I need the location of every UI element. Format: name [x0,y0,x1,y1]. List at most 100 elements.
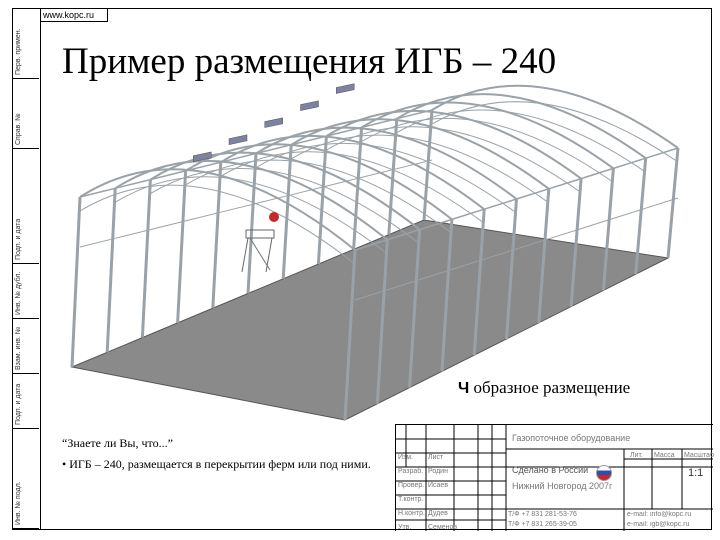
col-lit: Лит. [630,452,643,459]
strip-label: Инв. № дубл. [15,271,22,315]
strip-label: Подп. и дата [15,383,22,425]
city-year: Нижний Новгород 2007г [512,481,613,491]
title-block: Газопоточное оборудование Сделано в Росс… [395,424,714,531]
frame-member [634,158,648,275]
frame-member [483,198,517,210]
frame-member [291,185,327,196]
stamp-row-label: Изм. [398,454,413,461]
frame-member [569,178,583,307]
frame-member [150,170,186,181]
frame-member [115,229,151,239]
stamp-row-label: Н.контр. [398,510,425,517]
frame-member [396,159,433,170]
strip-cell: Подп. и дата [13,149,39,264]
gas-heater-unit [300,100,319,111]
frame-member [613,157,646,170]
strip-label: Взам. инв. № [15,326,22,370]
frame-member [396,109,433,120]
frame-member [451,208,485,221]
stamp-row-name: Исаев [428,482,449,489]
drawing-frame [40,8,712,530]
roof-truss-chord [185,159,453,234]
frame-member [419,268,453,281]
stamp-row-name: Дудев [428,510,448,517]
roof-truss-chord [431,101,679,163]
roof-truss-chord [220,151,485,224]
slide-title: Пример размещения ИГБ – 240 [62,41,557,82]
doc-title: Газопоточное оборудование [512,433,631,443]
frame-member [354,239,388,251]
company-name: Сделано в России [512,465,589,475]
strip-label: Инв. № подл. [15,481,22,525]
strip-label: Перв. примен. [15,28,22,75]
frame-member [255,144,292,155]
strip-cell: Справ. № [13,79,39,149]
strip-cell: Инв. № дубл. [13,264,39,319]
note-heading: “Знаете ли Вы, что...” [62,436,173,450]
frame-member [472,209,486,356]
roof-arch [79,168,356,251]
stamp-row-name: Лист [428,454,444,461]
frame-member [601,168,615,291]
strip-label: Справ. № [15,113,22,145]
frame-member [316,136,328,265]
frame-member [361,168,397,178]
frame-member [354,289,388,301]
stamp-row-label: Разраб. [398,468,424,475]
note-bullet: • ИГБ – 240, размещается в перекрытии фе… [62,457,371,471]
frame-member [140,179,152,338]
frame-member [645,147,679,159]
frame-member [115,178,151,190]
roof-arch [396,93,647,160]
roof-truss-chord [255,142,517,214]
frame-member [211,162,223,309]
frame-member [220,152,257,163]
strip-label: Подп. и дата [15,218,22,260]
note-block: “Знаете ли Вы, что...” • ИГБ – 240, разм… [62,436,382,478]
frame-member [176,170,188,323]
site-url[interactable]: www.kopc.ru [40,8,108,22]
gas-heater-unit [193,151,212,163]
frame-member [281,144,293,279]
frame-member [580,217,614,230]
roof-truss-chord [79,184,356,265]
roof-truss-chord [361,117,614,183]
frame-member [387,279,420,291]
frame-member [361,117,397,129]
heater-row [193,83,355,163]
frame-member [484,248,517,260]
frame-member [220,203,257,213]
frame-member [387,228,420,241]
strip-cell: Перв. примен. [13,9,39,79]
frame-member [548,228,582,240]
roof-arch [290,118,550,190]
stamp-row-name: Семенов [428,524,458,531]
roof-truss-chord [326,126,582,194]
col-mass: Масса [654,452,675,459]
phone-1: Т/Ф +7 831 281-53-76 [508,511,577,518]
frame-member [613,207,646,219]
frame-member [185,211,221,222]
frame-member [291,135,327,146]
roof-truss-chord [114,176,388,255]
frame-member [422,109,434,221]
frame-member [516,188,550,200]
frame-member [537,188,551,323]
frame-member [255,194,292,204]
gas-heater-unit [336,83,355,94]
layout-caption: Ч образное размещение [458,378,631,397]
frame-member [516,238,549,250]
gas-heater-unit [264,117,283,128]
strip-cell: Взам. инв. № [13,319,39,374]
stamp-row-label: Т.контр. [398,496,424,503]
roof-arch [431,84,679,149]
frame-member [79,237,116,248]
frame-member [387,118,399,235]
title-block-grid [396,425,713,531]
roof-truss-chord [290,134,550,204]
frame-member [451,258,485,270]
frame-member [343,249,357,421]
hangar-diagram [70,83,680,421]
frame-member [70,196,82,368]
gas-heater-unit [228,134,248,145]
